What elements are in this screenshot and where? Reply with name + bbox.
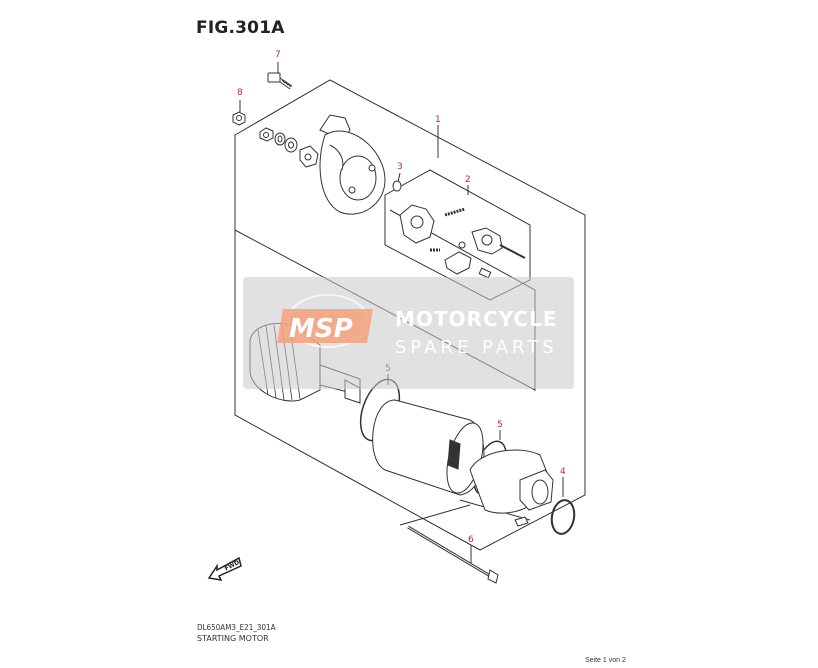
o-ring-part-3	[392, 180, 402, 192]
watermark-title: MOTORCYCLE	[395, 307, 558, 331]
page-indicator: Seite 1 von 2	[585, 657, 626, 664]
diagram-code: DL650AM3_E21_301A	[197, 623, 276, 632]
callout-7: 7	[275, 50, 281, 60]
nut-part-8	[232, 111, 246, 126]
washers-row	[259, 127, 319, 168]
yoke	[372, 399, 485, 496]
callout-2: 2	[465, 175, 471, 185]
diagram-name: STARTING MOTOR	[197, 634, 269, 643]
callout-5b: 5	[497, 420, 503, 430]
watermark-subtitle: SPARE PARTS	[395, 337, 558, 358]
msp-logo-icon: MSP	[277, 294, 373, 348]
callout-8: 8	[237, 88, 243, 98]
bolt-part-7	[267, 72, 293, 90]
o-ring-part-4	[550, 499, 576, 535]
callout-1: 1	[435, 115, 441, 125]
end-housing-part-1	[319, 114, 386, 215]
brush-holder-part-2	[399, 204, 526, 279]
callout-6: 6	[468, 535, 474, 545]
assembly-frame-main	[234, 79, 586, 551]
drive-housing	[469, 449, 554, 527]
callout-4: 4	[560, 467, 566, 477]
through-bolt-part-6	[407, 525, 499, 584]
watermark: MSP MOTORCYCLE SPARE PARTS	[243, 277, 574, 389]
watermark-logo-text: MSP	[289, 314, 353, 344]
callout-3: 3	[397, 162, 403, 172]
figure-title: FIG.301A	[196, 18, 285, 38]
fwd-arrow-icon: FWD	[207, 556, 242, 581]
